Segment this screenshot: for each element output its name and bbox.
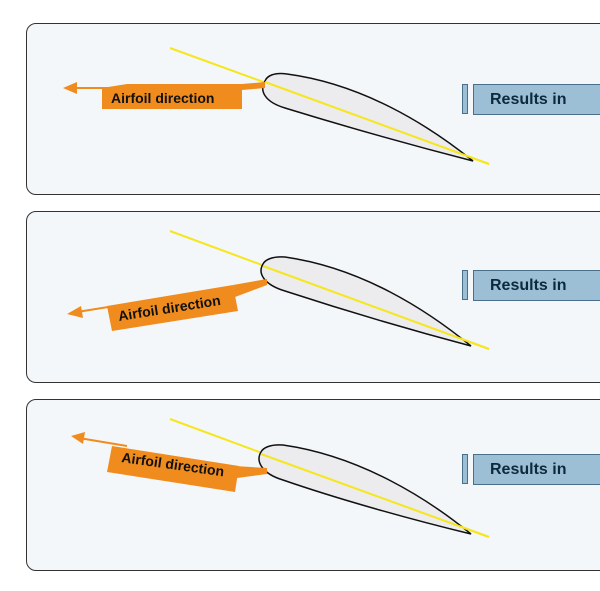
results-label: Results in [490,276,567,294]
chord-line-overlay [262,265,490,350]
results-label: Results in [490,460,567,478]
panel-1: Airfoil direction Results in [26,23,600,195]
results-box: Results in [473,270,600,301]
chord-line-overlay [264,81,490,165]
results-box: Results in [473,84,600,115]
airfoil-direction-arrow: Airfoil direction [67,279,267,331]
airfoil-direction-arrow: Airfoil direction [63,82,265,109]
airfoil-direction-label: Airfoil direction [111,90,214,106]
chord-line-overlay [260,453,490,538]
airfoil-shape [262,72,474,162]
airfoil-shape [260,256,472,347]
airfoil-shape [258,444,472,535]
results-bar [462,454,468,484]
panel-2: Airfoil direction Results in [26,211,600,383]
airfoil-direction-arrow: Airfoil direction [71,432,267,492]
results-box: Results in [473,454,600,485]
airfoil-diagram-2: Airfoil direction [67,230,490,350]
panel-3: Airfoil direction Results in [26,399,600,571]
results-bar [462,270,468,300]
results-bar [462,84,468,114]
airfoil-diagram-1: Airfoil direction [63,47,490,165]
results-label: Results in [490,90,567,108]
airfoil-diagram-3: Airfoil direction [71,418,490,538]
